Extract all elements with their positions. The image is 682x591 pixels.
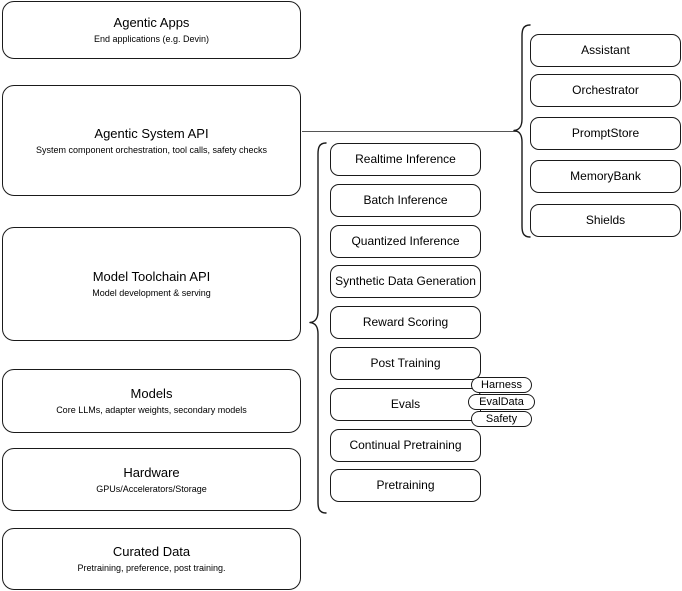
eval-badge-label: EvalData (479, 395, 524, 408)
brace-agentic-components (506, 23, 532, 239)
layer-box-agentic-apps[interactable]: Agentic Apps End applications (e.g. Devi… (2, 1, 301, 59)
toolchain-label: Batch Inference (363, 193, 448, 207)
eval-badge-label: Safety (485, 412, 518, 425)
brace-toolchain (302, 141, 328, 515)
agentic-label: Orchestrator (572, 83, 639, 97)
layer-title: Models (130, 386, 173, 401)
layer-box-model-toolchain-api[interactable]: Model Toolchain API Model development & … (2, 227, 301, 341)
toolchain-box-realtime-inference[interactable]: Realtime Inference (330, 143, 481, 176)
agentic-box-promptstore[interactable]: PromptStore (530, 117, 681, 150)
toolchain-box-post-training[interactable]: Post Training (330, 347, 481, 380)
agentic-box-assistant[interactable]: Assistant (530, 34, 681, 67)
eval-badge-evaldata[interactable]: EvalData (468, 394, 535, 410)
connector-agentic-system-to-components (302, 131, 518, 132)
layer-title: Curated Data (112, 544, 191, 559)
toolchain-box-synthetic-data-generation[interactable]: Synthetic Data Generation (330, 265, 481, 298)
toolchain-label: Reward Scoring (362, 315, 449, 329)
agentic-box-shields[interactable]: Shields (530, 204, 681, 237)
eval-badge-label: Harness (481, 378, 522, 391)
layer-subtitle: Model development & serving (92, 288, 211, 298)
agentic-label: MemoryBank (570, 169, 641, 183)
toolchain-label: Evals (390, 397, 421, 411)
agentic-box-orchestrator[interactable]: Orchestrator (530, 74, 681, 107)
layer-box-models[interactable]: Models Core LLMs, adapter weights, secon… (2, 369, 301, 433)
layer-subtitle: GPUs/Accelerators/Storage (96, 483, 207, 494)
layer-title: Agentic Apps (113, 15, 190, 30)
layer-title: Hardware (123, 464, 180, 480)
toolchain-box-continual-pretraining[interactable]: Continual Pretraining (330, 429, 481, 462)
layer-box-curated-data[interactable]: Curated Data Pretraining, preference, po… (2, 528, 301, 590)
toolchain-label: Synthetic Data Generation (335, 274, 476, 288)
eval-badge-safety[interactable]: Safety (471, 411, 532, 427)
layer-box-agentic-system-api[interactable]: Agentic System API System component orch… (2, 85, 301, 196)
toolchain-box-pretraining[interactable]: Pretraining (330, 469, 481, 502)
layer-title: Agentic System API (94, 125, 209, 141)
toolchain-label: Pretraining (376, 478, 435, 492)
layer-subtitle: Core LLMs, adapter weights, secondary mo… (56, 405, 247, 415)
toolchain-label: Post Training (370, 356, 441, 370)
toolchain-box-quantized-inference[interactable]: Quantized Inference (330, 225, 481, 258)
toolchain-box-batch-inference[interactable]: Batch Inference (330, 184, 481, 217)
agentic-box-memorybank[interactable]: MemoryBank (530, 160, 681, 193)
layer-title: Model Toolchain API (92, 269, 211, 284)
toolchain-box-evals[interactable]: Evals (330, 388, 481, 421)
agentic-label: PromptStore (571, 126, 640, 140)
toolchain-box-reward-scoring[interactable]: Reward Scoring (330, 306, 481, 339)
agentic-label: Assistant (581, 43, 630, 57)
toolchain-label: Realtime Inference (355, 152, 456, 166)
toolchain-label: Quantized Inference (351, 234, 460, 248)
agentic-label: Shields (585, 213, 626, 227)
layer-subtitle: End applications (e.g. Devin) (93, 34, 210, 44)
layer-subtitle: Pretraining, preference, post training. (77, 563, 226, 573)
layer-box-hardware[interactable]: Hardware GPUs/Accelerators/Storage (2, 448, 301, 511)
layer-subtitle: System component orchestration, tool cal… (35, 144, 268, 155)
toolchain-label: Continual Pretraining (349, 438, 462, 452)
eval-badge-harness[interactable]: Harness (471, 377, 532, 393)
